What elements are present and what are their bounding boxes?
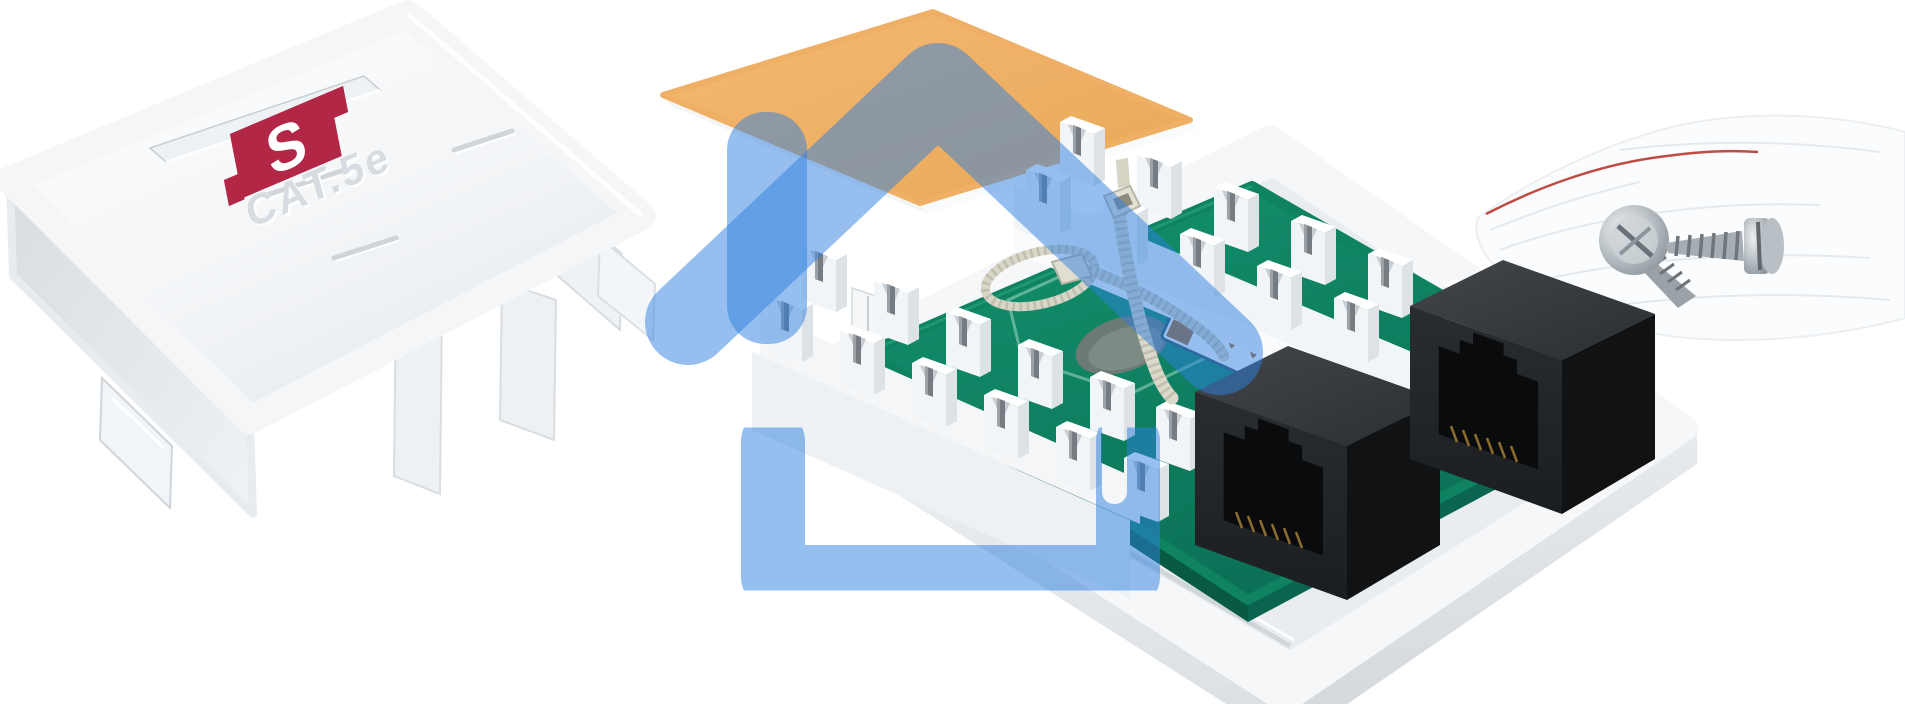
rj45-jack-2 — [1410, 260, 1655, 514]
cover-leg-2 — [498, 280, 558, 442]
screw-2-head-side — [1760, 218, 1784, 274]
idc-tooth — [912, 357, 957, 427]
idc-strip-left-front — [752, 352, 1130, 598]
logo-plate — [229, 91, 342, 199]
idc-tooth — [1257, 260, 1302, 330]
jack-port-opening — [1438, 332, 1538, 470]
watermark-roof — [645, 43, 1263, 395]
logo-step-bottom — [223, 173, 245, 207]
cover-lid: S CAT.5e CAT.5e — [0, 0, 657, 518]
idc-tooth — [1334, 292, 1379, 362]
idc-tooth — [874, 275, 919, 345]
jack-side-face — [1562, 314, 1655, 514]
screw-2-thread-ridges — [1674, 230, 1740, 261]
screw-1 — [1599, 205, 1696, 308]
screw-2-slot — [1756, 221, 1762, 271]
tie-tail-tip — [1116, 158, 1130, 188]
idc-tooth — [840, 325, 885, 395]
cover-edge-highlight — [406, 12, 644, 218]
screw-bag — [1475, 114, 1905, 341]
cover-groove-dashes — [267, 128, 515, 262]
jack-gold-pins — [1449, 425, 1519, 463]
bag-red-seal-line — [1485, 149, 1759, 216]
jack-port-opening — [1223, 418, 1323, 556]
cover-snap-tab — [98, 375, 174, 511]
idc-tooth — [1056, 421, 1101, 491]
idc-tooth — [1018, 339, 1063, 409]
jack-top-face — [1410, 260, 1655, 360]
idc-tooth — [984, 389, 1029, 459]
idc-tooth — [1156, 401, 1201, 471]
screw-2 — [1666, 218, 1784, 274]
cover-snap-tab-highlight — [110, 396, 166, 450]
watermark-house-body — [741, 409, 1160, 609]
screw-1-slot-cross — [1618, 226, 1652, 256]
solarix-logo: S — [223, 85, 349, 207]
jack-gold-pins — [1234, 511, 1304, 549]
watermark-house-logo — [645, 43, 1263, 609]
idc-tooth — [946, 307, 991, 377]
logo-step-top — [327, 85, 349, 119]
